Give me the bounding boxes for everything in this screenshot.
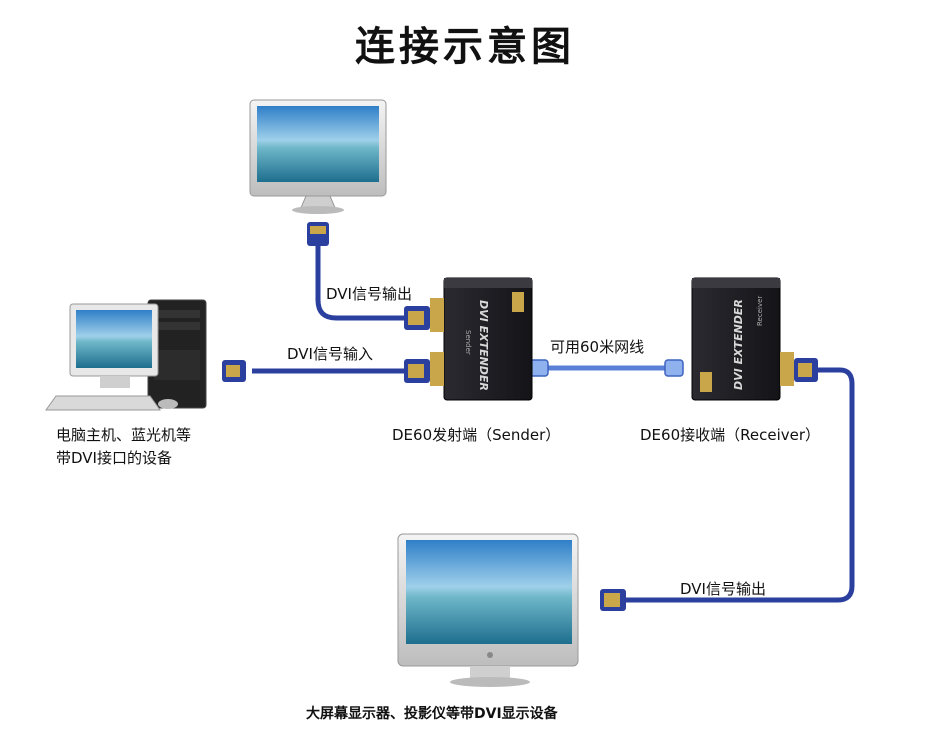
receiver-extender-print: DVI EXTENDER [732, 299, 745, 390]
ethernet-plug-left [529, 359, 549, 377]
dvi-plug-source [222, 360, 246, 382]
caption-source-line2: 带DVI接口的设备 [56, 449, 172, 467]
label-dvi-in: DVI信号输入 [287, 345, 373, 363]
dvi-plug-receiver [794, 358, 818, 382]
dvi-plug-sender-top [404, 306, 430, 330]
sender-small-print: Sender [464, 330, 472, 355]
dvi-cable-top [315, 242, 408, 321]
receiver-device-icon: DVI EXTENDER Receiver [691, 277, 794, 401]
dvi-plug-display [600, 589, 626, 611]
caption-receiver: DE60接收端（Receiver） [640, 426, 821, 444]
dvi-plug-top [307, 222, 329, 246]
monitor-top-icon [249, 99, 387, 214]
label-dvi-out-top: DVI信号输出 [326, 285, 412, 303]
caption-display: 大屏幕显示器、投影仪等带DVI显示设备 [306, 706, 558, 722]
caption-source-line1: 电脑主机、蓝光机等 [56, 426, 192, 444]
ethernet-plug-right [664, 359, 684, 377]
sender-device-icon: DVI EXTENDER Sender [430, 277, 533, 401]
caption-sender: DE60发射端（Sender） [392, 426, 561, 444]
sender-extender-print: DVI EXTENDER [477, 300, 490, 391]
label-cable: 可用60米网线 [550, 338, 645, 356]
dvi-plug-sender-bottom [404, 359, 430, 383]
diagram-title: 连接示意图 [355, 24, 575, 70]
dvi-cable-right [625, 367, 855, 603]
computer-icon [45, 299, 207, 411]
display-bottom-icon [397, 533, 579, 687]
receiver-small-print: Receiver [756, 296, 764, 326]
label-dvi-out-right: DVI信号输出 [680, 580, 766, 598]
